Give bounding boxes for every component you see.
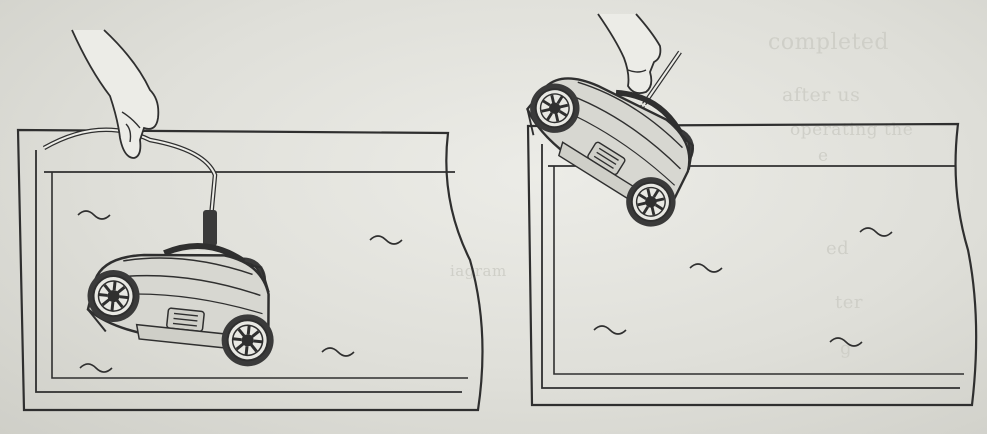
left-panel <box>18 30 483 410</box>
water-ripple-icon <box>860 228 892 236</box>
water-ripple-icon <box>370 236 402 244</box>
water-ripple-icon <box>594 326 626 334</box>
pool-inner-wall <box>554 166 964 374</box>
water-ripple-icon <box>690 264 722 272</box>
right-panel <box>506 14 977 405</box>
water-ripple-icon <box>322 348 354 356</box>
hand-icon <box>598 14 660 93</box>
water-ripple-icon <box>830 338 862 346</box>
water-ripple-icon <box>78 211 110 219</box>
robot-cleaner-icon <box>82 235 283 369</box>
water-ripple-icon <box>80 364 112 372</box>
robot-cleaner-icon <box>506 48 717 236</box>
